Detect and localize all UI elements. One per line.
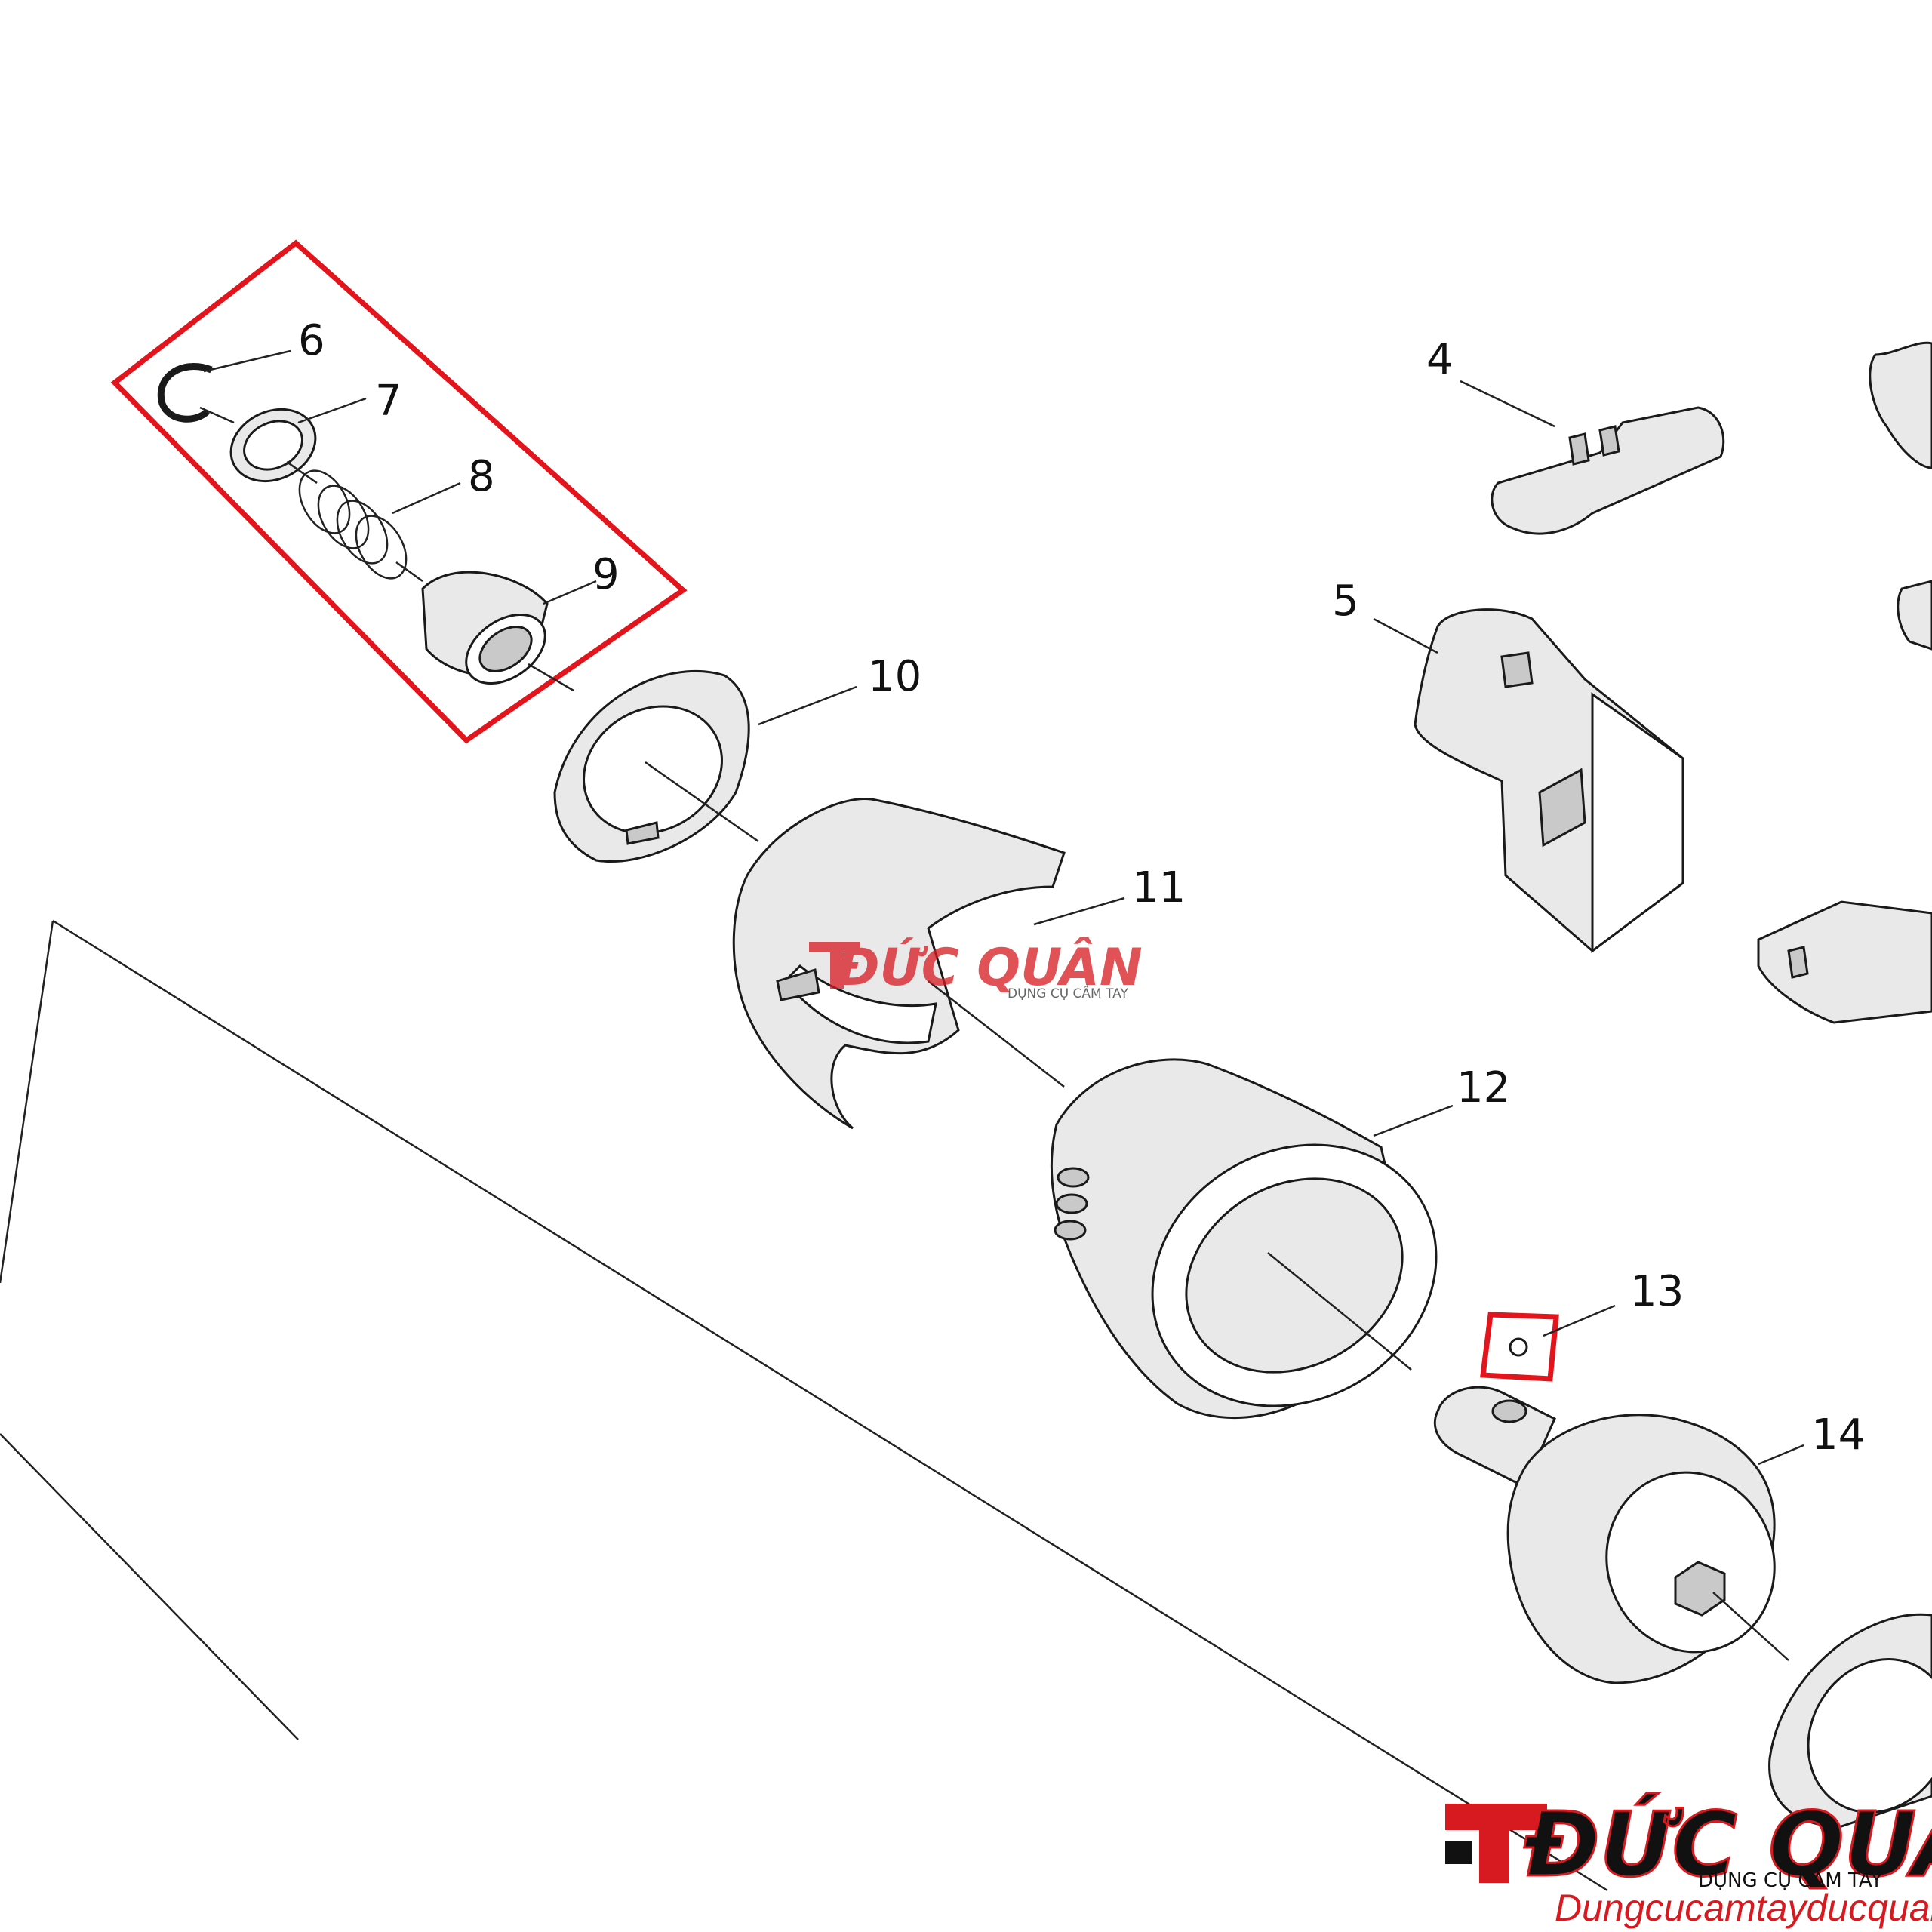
watermark-center-tagline: DỤNG CỤ CẦM TAY — [1008, 983, 1128, 1001]
part-4-switch-lever — [1460, 380, 1725, 535]
watermark-corner-tagline: DỤNG CỤ CẦM TAY — [1698, 1866, 1883, 1892]
watermark-corner-name: ĐỨC QUÂN — [1524, 1792, 1932, 1897]
tool-body-outline — [0, 919, 1608, 1892]
drill-logo-icon — [1445, 1804, 1547, 1883]
part-label-6: 6 — [298, 316, 325, 365]
corner-watermark: ĐỨC QUÂN DỤNG CỤ CẦM TAY Dungcucamtayduc… — [1445, 1792, 1932, 1929]
center-watermark: ĐỨC QUÂN DỤNG CỤ CẦM TAY — [809, 937, 1143, 1001]
part-label-7: 7 — [375, 377, 402, 426]
partial-ring-bottom-right — [1768, 1613, 1932, 1828]
part-11-top-cover — [732, 798, 1125, 1130]
part-5-trigger-switch — [1373, 608, 1684, 953]
part-label-13: 13 — [1630, 1267, 1684, 1316]
part-label-10: 10 — [868, 652, 921, 701]
part-8-spring — [298, 469, 461, 583]
part-12-gear-housing — [1050, 1058, 1454, 1420]
part-label-9: 9 — [592, 550, 620, 599]
drill-logo-icon — [809, 942, 860, 989]
partial-part-right-top — [1869, 341, 1932, 469]
part-9-sleeve — [421, 571, 597, 692]
part-14-spindle-gear — [1433, 1386, 1804, 1684]
part-label-4: 4 — [1426, 335, 1454, 384]
part-label-5: 5 — [1332, 577, 1359, 626]
partial-part-right-lower — [1757, 900, 1932, 1024]
part-6-retaining-ring — [157, 349, 291, 424]
highlight-box-part-13 — [1480, 1312, 1559, 1382]
part-label-12: 12 — [1457, 1063, 1510, 1112]
part-13-steel-ball — [1509, 1304, 1616, 1357]
part-label-8: 8 — [468, 452, 495, 501]
part-number-labels: 4 5 6 7 8 9 10 11 12 13 14 — [298, 316, 1865, 1460]
watermark-url: Dungcucamtayducquan.com — [1555, 1887, 1932, 1929]
part-label-11: 11 — [1132, 863, 1186, 912]
part-7-washer — [229, 397, 367, 485]
watermark-center-name: ĐỨC QUÂN — [835, 937, 1143, 998]
part-10-front-ring — [553, 669, 857, 863]
partial-part-right-middle — [1897, 580, 1932, 651]
highlight-box-parts-6-9 — [110, 239, 688, 744]
part-label-14: 14 — [1811, 1411, 1865, 1460]
